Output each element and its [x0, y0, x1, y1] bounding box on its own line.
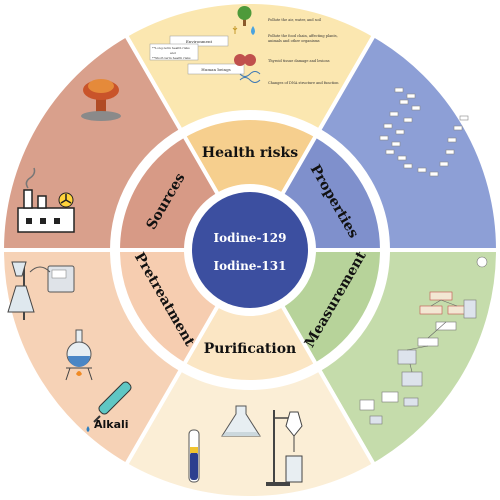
food-chain-text: Pollute the food chain, affecting plants…	[268, 34, 338, 38]
thyroid-icon	[234, 54, 256, 66]
and-text: and	[170, 51, 176, 55]
nuclear-power-plant-icon	[17, 167, 75, 233]
wheat-icon	[232, 26, 238, 34]
flask-icon	[221, 405, 261, 437]
separatory-funnel-icon	[266, 410, 303, 486]
center-label-iodine-131: Iodine-131	[214, 259, 287, 273]
food-chain-text-2: animals and other organisms	[268, 39, 320, 43]
long-term-text: **Long-term health risks	[152, 46, 190, 50]
dna-text: Changes of DNA structure and function	[268, 81, 339, 85]
human-beings-box	[187, 63, 245, 75]
dna-icon	[239, 71, 261, 83]
test-tube-icon	[188, 429, 200, 483]
pollute-text: Pollute the air, water, and soil	[268, 18, 322, 22]
center-circle	[192, 192, 308, 308]
environment-box	[169, 35, 229, 47]
pretreatment-illustration: Alkali	[7, 261, 132, 432]
purification-illustration	[188, 405, 303, 486]
risk-note-box	[149, 43, 199, 61]
heating-flask-icon	[65, 329, 93, 381]
water-drop-icon	[251, 26, 255, 35]
alkali-label: Alkali	[94, 418, 129, 431]
measurement-flowchart-illustration	[359, 256, 488, 425]
molecular-structure-illustration	[379, 87, 469, 177]
tree-icon	[237, 6, 252, 26]
health-risks-panel	[123, 0, 377, 134]
health-risks-label: Health risks	[202, 145, 298, 161]
nuclear-explosion-icon	[81, 79, 121, 121]
filtration-apparatus-icon	[7, 261, 35, 320]
sources-illustration	[17, 79, 121, 233]
thyroid-text: Thyroid tissue damage and lesions	[268, 59, 330, 63]
short-term-text: **Short-term health risks	[152, 56, 191, 60]
dropper-icon	[86, 381, 132, 432]
inner-ring	[115, 116, 385, 384]
health-risks-illustration: Environment Human beings **Long-term hea…	[149, 6, 339, 85]
properties-panel	[316, 32, 500, 252]
pretreatment-panel	[0, 248, 184, 468]
sources-sector	[115, 132, 221, 252]
human-beings-text: Human beings	[201, 67, 231, 72]
purification-label: Purification	[204, 341, 296, 357]
center-label-iodine-129: Iodine-129	[214, 231, 287, 245]
vacuum-pump-icon	[29, 265, 75, 293]
environment-text: Environment	[186, 39, 213, 44]
